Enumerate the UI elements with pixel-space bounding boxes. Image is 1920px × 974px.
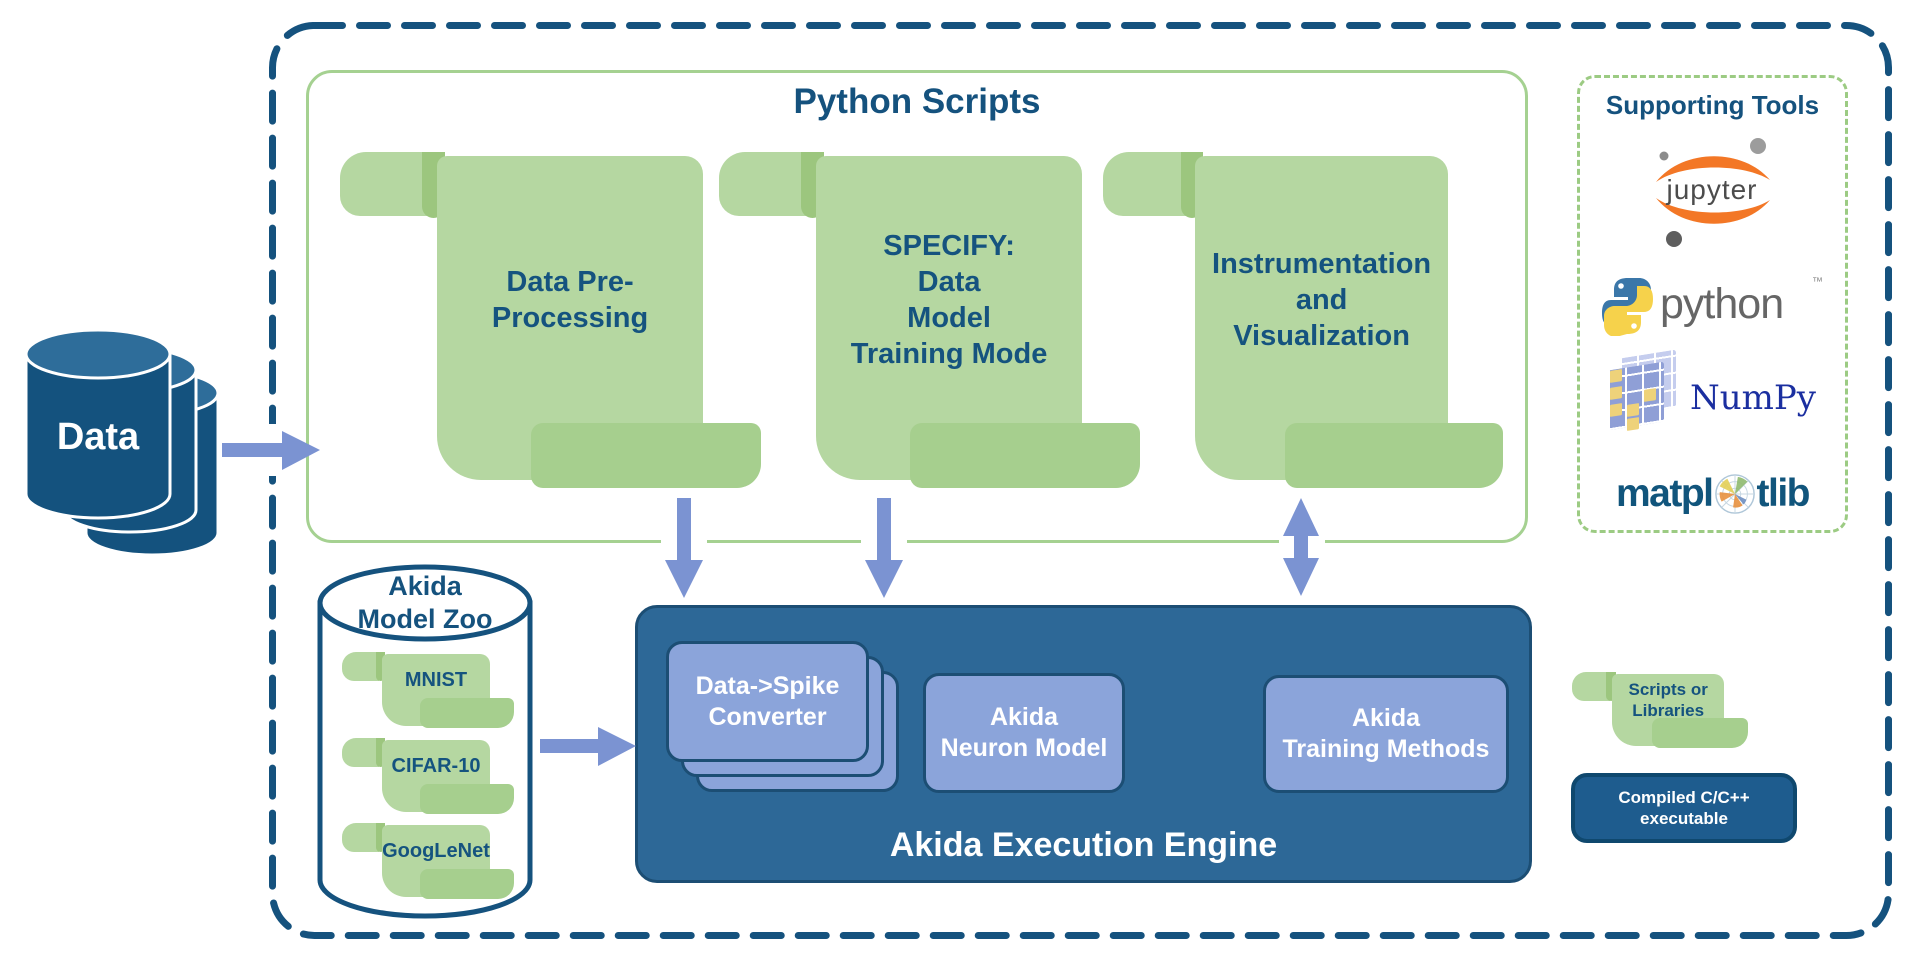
scroll-bottom-roll-icon <box>910 423 1140 488</box>
matplotlib-polar-icon <box>1714 474 1755 514</box>
model-zoo-title: Akida Model Zoo <box>357 571 493 634</box>
supporting-tools-panel: Supporting Tools jupyter python ™ <box>1577 75 1848 533</box>
scroll-instrumentation: Instrumentation and Visualization <box>1103 152 1503 488</box>
matplotlib-logo: matpl tlib <box>1580 466 1845 522</box>
zoo-scroll-mnist: MNIST <box>342 652 514 728</box>
python-logo: python ™ <box>1600 274 1828 338</box>
scroll-label: SPECIFY: Data Model Training Mode <box>850 229 1048 370</box>
numpy-cube-icon <box>1606 349 1680 444</box>
matplotlib-label-left: matpl <box>1616 472 1714 515</box>
legend-scripts-label: Scripts or Libraries <box>1628 680 1708 721</box>
spike-converter-card: Data->Spike Converter <box>666 641 869 762</box>
jupyter-icon <box>1656 138 1770 247</box>
scroll-roll-icon <box>1572 672 1611 701</box>
scroll-roll-icon <box>340 152 431 216</box>
scroll-roll-icon <box>1103 152 1190 216</box>
training-methods-card: Akida Training Methods <box>1263 675 1509 793</box>
matplotlib-label-right: tlib <box>1756 472 1811 515</box>
python-icon <box>1602 278 1653 336</box>
supporting-tools-title: Supporting Tools <box>1605 90 1820 120</box>
scroll-label: Instrumentation and Visualization <box>1212 247 1432 352</box>
jupyter-label: jupyter <box>1666 174 1758 205</box>
python-label: python <box>1660 280 1784 328</box>
zoo-scroll-googlenet: GoogLeNet <box>342 823 514 899</box>
spike-converter-stack: Data->Spike Converter <box>666 641 899 792</box>
scroll-roll-icon <box>342 652 380 681</box>
legend-scripts-scroll: Scripts or Libraries <box>1572 672 1748 748</box>
scroll-roll-icon <box>342 823 380 852</box>
scroll-label: Data Pre- Processing <box>491 265 649 334</box>
scroll-bottom-roll-icon <box>1284 423 1503 488</box>
python-trademark: ™ <box>1812 276 1823 288</box>
python-scripts-title: Python Scripts <box>793 82 1041 121</box>
zoo-model-label: MNIST <box>404 669 468 692</box>
zoo-model-label: CIFAR-10 <box>391 755 481 778</box>
numpy-label: NumPy <box>1690 378 1816 418</box>
scroll-bottom-roll-icon <box>531 423 761 488</box>
zoo-scroll-cifar10: CIFAR-10 <box>342 738 514 814</box>
legend-compiled-box: Compiled C/C++ executable <box>1571 773 1797 843</box>
neuron-model-card: Akida Neuron Model <box>923 673 1125 793</box>
execution-engine-box: Akida Execution Engine Data->Spike Conve… <box>635 605 1532 883</box>
scroll-data-preprocessing: Data Pre- Processing <box>340 152 761 488</box>
jupyter-logo: jupyter <box>1638 132 1786 254</box>
scroll-specify: SPECIFY: Data Model Training Mode <box>719 152 1140 488</box>
execution-engine-title: Akida Execution Engine <box>889 826 1278 864</box>
scroll-roll-icon <box>719 152 810 216</box>
data-source-label: Data <box>56 416 140 458</box>
scroll-roll-icon <box>342 738 380 767</box>
arrow-zoo-to-engine-icon <box>540 727 636 766</box>
zoo-model-label: GoogLeNet <box>382 840 490 863</box>
numpy-logo: NumPy <box>1606 349 1821 448</box>
